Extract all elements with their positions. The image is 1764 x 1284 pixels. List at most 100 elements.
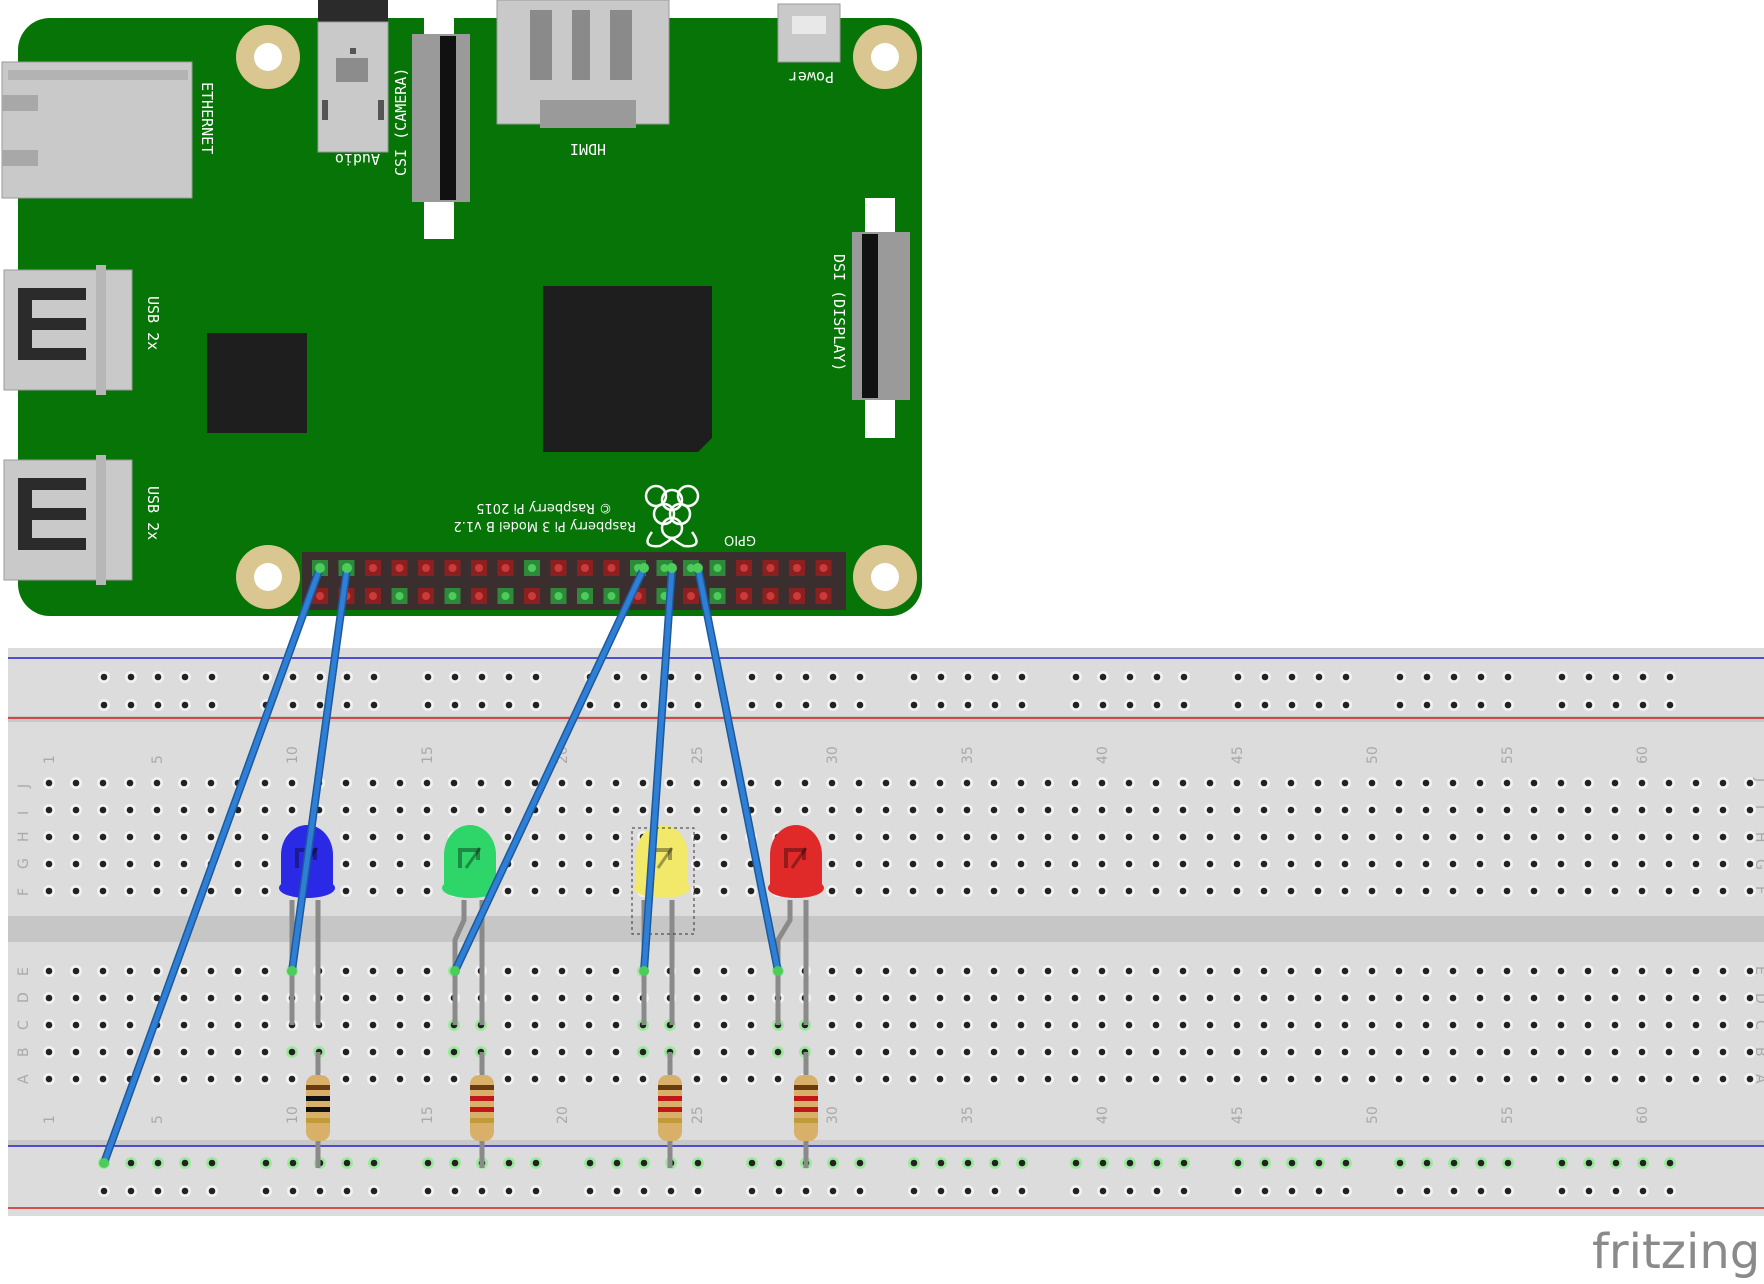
breadboard-hole-center xyxy=(990,833,998,841)
breadboard-hole-center xyxy=(1396,1187,1404,1195)
breadboard-hole-center xyxy=(180,994,188,1002)
breadboard-hole-center xyxy=(1179,860,1187,868)
usb-label-1: USB 2x xyxy=(144,296,162,350)
breadboard-hole-center xyxy=(1611,967,1619,975)
wire-end xyxy=(450,966,460,976)
gpio-label: GPIO xyxy=(724,532,756,547)
breadboard-hole-center xyxy=(1261,673,1269,681)
breadboard-hole-center xyxy=(153,967,161,975)
breadboard-hole-center xyxy=(720,833,728,841)
breadboard-hole-center xyxy=(1450,1159,1458,1167)
breadboard-labels: 1155101015152020252530303535404045455050… xyxy=(16,746,1764,1124)
breadboard-hole-center xyxy=(667,1187,675,1195)
breadboard-hole-center xyxy=(828,967,836,975)
resistor-band xyxy=(470,1118,494,1123)
breadboard-hole-center xyxy=(747,1048,755,1056)
breadboard-hole-center xyxy=(909,887,917,895)
row-letter-left: J xyxy=(16,784,32,789)
breadboard-hole-center xyxy=(99,1075,107,1083)
breadboard-hole-center xyxy=(963,1021,971,1029)
breadboard-hole-center xyxy=(1638,779,1646,787)
breadboard-hole-center xyxy=(1206,887,1214,895)
breadboard-hole-center xyxy=(720,1048,728,1056)
breadboard-hole-center xyxy=(1314,994,1322,1002)
breadboard-hole-center xyxy=(234,994,242,1002)
breadboard-hole-center xyxy=(1611,833,1619,841)
breadboard-hole-center xyxy=(963,887,971,895)
resistor-band xyxy=(658,1107,682,1112)
breadboard-hole-center xyxy=(991,1159,999,1167)
breadboard-hole-center xyxy=(207,967,215,975)
breadboard-hole-center xyxy=(1206,994,1214,1002)
breadboard-hole-center xyxy=(612,1021,620,1029)
gpio-pin-hole xyxy=(766,564,775,572)
resistor-band xyxy=(470,1085,494,1090)
breadboard-hole-center xyxy=(1746,860,1754,868)
breadboard-hole-center xyxy=(693,806,701,814)
breadboard-hole-center xyxy=(1179,1048,1187,1056)
breadboard-hole-center xyxy=(1342,1159,1350,1167)
breadboard-hole-center xyxy=(720,860,728,868)
breadboard-hole-center xyxy=(261,887,269,895)
breadboard-hole-center xyxy=(910,673,918,681)
breadboard-hole-center xyxy=(909,1021,917,1029)
breadboard-hole-center xyxy=(1152,967,1160,975)
breadboard-hole-center xyxy=(1422,887,1430,895)
breadboard-hole-center xyxy=(1395,887,1403,895)
breadboard-hole-center xyxy=(1746,1048,1754,1056)
breadboard-hole-center xyxy=(261,1075,269,1083)
gpio-pin-hole xyxy=(740,564,748,572)
breadboard-hole-center xyxy=(1153,701,1161,709)
breadboard-hole-center xyxy=(504,994,512,1002)
breadboard-hole-center xyxy=(396,860,404,868)
breadboard-hole-center xyxy=(1666,673,1674,681)
breadboard-hole-center xyxy=(1746,967,1754,975)
breadboard-hole-center xyxy=(1287,860,1295,868)
gpio-pin-hole xyxy=(687,592,695,600)
breadboard-hole-center xyxy=(990,806,998,814)
breadboard-hole-center xyxy=(369,994,377,1002)
breadboard-hole-center xyxy=(1017,779,1025,787)
breadboard-hole-center xyxy=(1368,860,1376,868)
breadboard-hole-center xyxy=(1476,1048,1484,1056)
breadboard-hole-center xyxy=(99,860,107,868)
hdmi-port xyxy=(496,0,670,128)
breadboard-hole-center xyxy=(396,967,404,975)
breadboard-hole-center xyxy=(1638,887,1646,895)
led-die xyxy=(464,847,482,869)
wire-end xyxy=(639,966,649,976)
breadboard-hole-center xyxy=(936,860,944,868)
breadboard-hole-center xyxy=(1260,1021,1268,1029)
column-number-bottom: 25 xyxy=(690,1106,706,1124)
breadboard-hole-center xyxy=(882,994,890,1002)
breadboard-hole-center xyxy=(1017,1075,1025,1083)
breadboard-hole-center xyxy=(1044,779,1052,787)
breadboard-hole-center xyxy=(1557,1048,1565,1056)
breadboard-hole-center xyxy=(1342,673,1350,681)
breadboard-hole-center xyxy=(1719,1075,1727,1083)
breadboard-hole-center xyxy=(180,1021,188,1029)
breadboard-hole-center xyxy=(1503,860,1511,868)
breadboard-hole-center xyxy=(990,887,998,895)
breadboard-hole-center xyxy=(1719,1048,1727,1056)
breadboard-hole-center xyxy=(1125,887,1133,895)
breadboard-hole-center xyxy=(423,779,431,787)
breadboard-hole-center xyxy=(423,1075,431,1083)
breadboard-hole-center xyxy=(586,701,594,709)
column-number-bottom: 45 xyxy=(1230,1106,1246,1124)
breadboard-hole-center xyxy=(505,1187,513,1195)
column-number-bottom: 20 xyxy=(555,1106,571,1124)
breadboard-hole-center xyxy=(288,806,296,814)
breadboard-hole-center xyxy=(45,967,53,975)
breadboard-hole-center xyxy=(505,1159,513,1167)
breadboard-hole-center xyxy=(531,1021,539,1029)
breadboard-hole-center xyxy=(882,1048,890,1056)
breadboard-hole-center xyxy=(639,1075,647,1083)
breadboard-hole-center xyxy=(369,967,377,975)
breadboard-hole-center xyxy=(1476,1075,1484,1083)
breadboard-hole-center xyxy=(613,1159,621,1167)
breadboard-hole-center xyxy=(856,701,864,709)
breadboard-hole-center xyxy=(126,860,134,868)
usb-label-2: USB 2x xyxy=(144,486,162,540)
breadboard-hole-center xyxy=(1126,701,1134,709)
